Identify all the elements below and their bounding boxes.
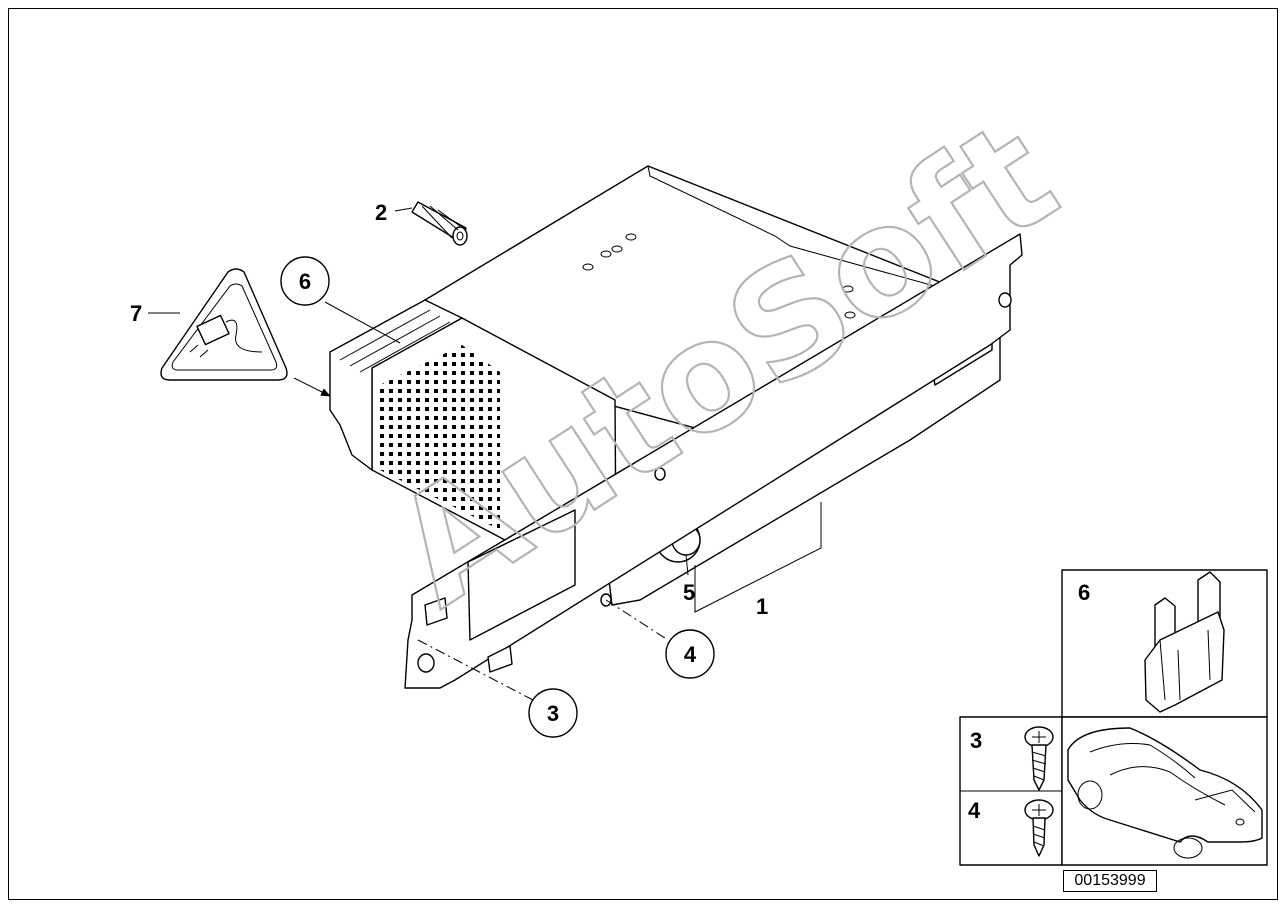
- callout-4-label: 4: [684, 642, 697, 667]
- legend-screw-b-label: 4: [968, 798, 981, 823]
- callout-5: 5: [683, 554, 695, 605]
- top-cover-holes: [582, 233, 856, 319]
- callout-3-label: 3: [547, 701, 559, 726]
- callout-6-label: 6: [299, 269, 311, 294]
- antenna-adapter: [411, 201, 468, 246]
- callout-1: 1: [694, 502, 822, 619]
- callout-6: 6: [280, 256, 401, 344]
- legend-panel: 6 3 4: [959, 569, 1268, 866]
- callout-3: 3: [417, 639, 578, 738]
- callout-5-label: 5: [683, 580, 695, 605]
- fuse-icon: [1144, 571, 1225, 713]
- vent-grille: [380, 345, 500, 530]
- legend-fuse-label: 6: [1078, 580, 1090, 605]
- screw-4-icon: [1024, 799, 1054, 857]
- callout-1-label: 1: [756, 594, 768, 619]
- diagram-frame: [8, 8, 1278, 900]
- callout-7-label: 7: [130, 301, 142, 326]
- car-icon: [1067, 727, 1263, 859]
- callout-2: 2: [375, 200, 413, 225]
- warning-triangle-icon: [160, 268, 288, 381]
- callout-4: 4: [605, 599, 715, 679]
- callout-7: 7: [130, 301, 180, 326]
- legend-screw-a-label: 3: [970, 728, 982, 753]
- screw-3-icon: [1024, 726, 1054, 791]
- callout-2-label: 2: [375, 200, 387, 225]
- reference-number: 00153999: [1063, 870, 1157, 892]
- radio-unit: [329, 165, 1023, 689]
